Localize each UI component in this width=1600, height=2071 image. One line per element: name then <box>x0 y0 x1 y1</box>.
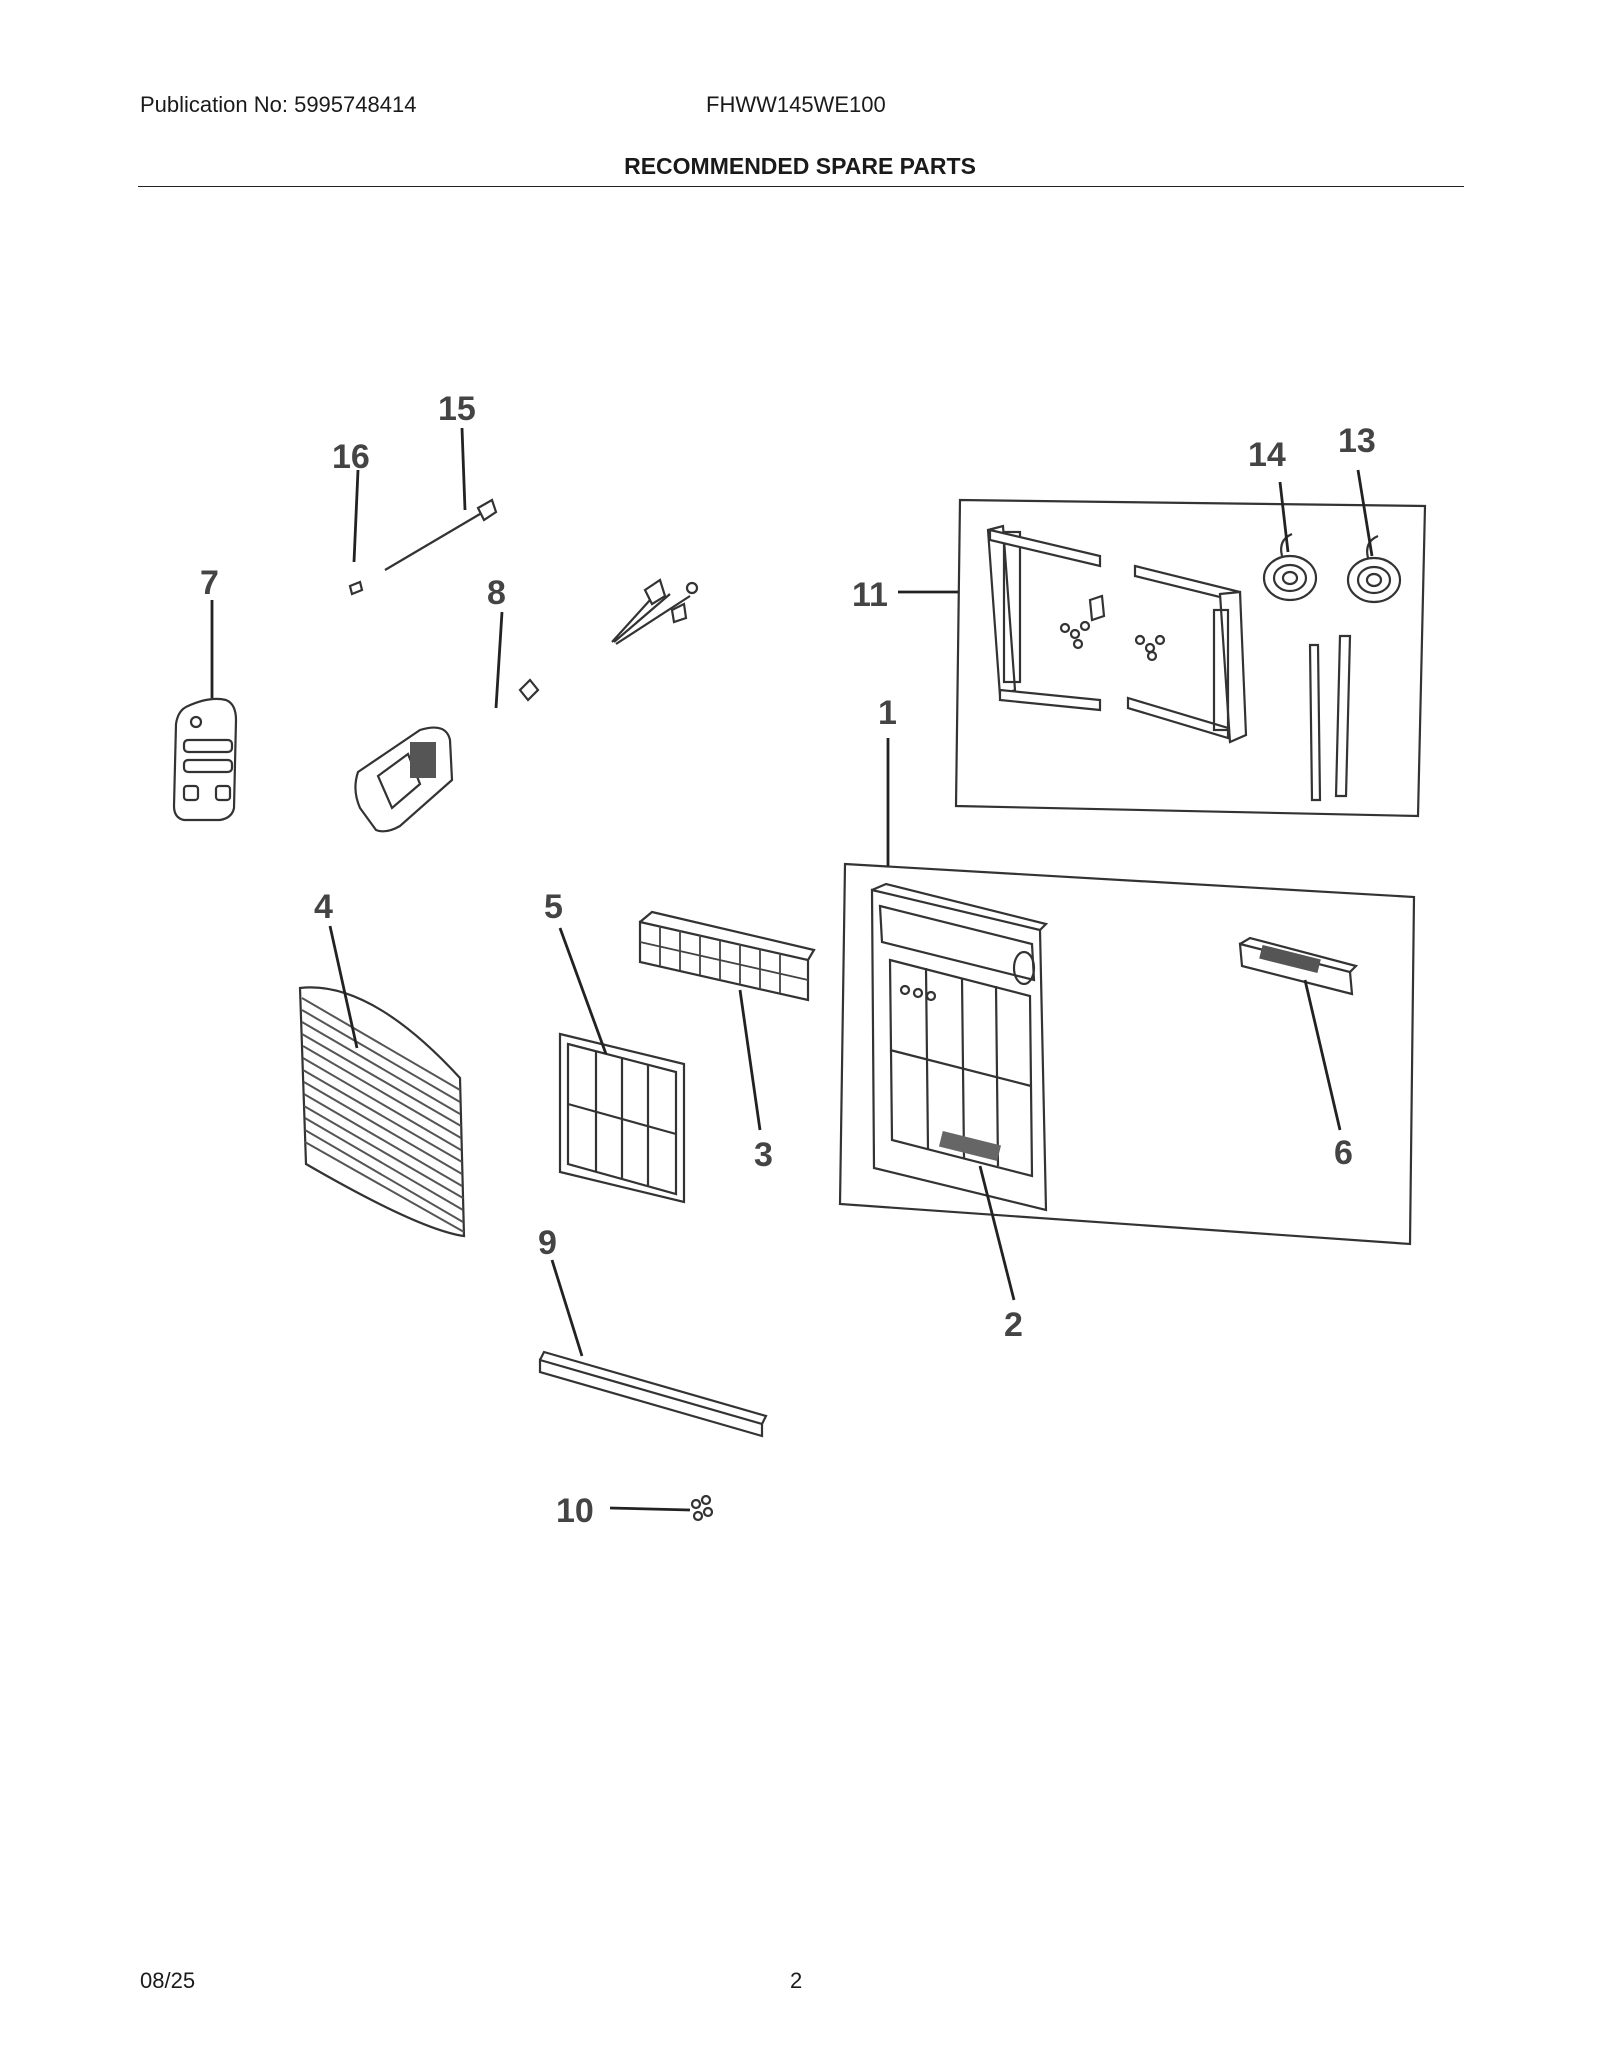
callout-3: 3 <box>754 1136 773 1174</box>
remote-control-drawing <box>172 697 238 822</box>
drain-channel-drawing <box>538 1350 768 1438</box>
window-kit-drawing <box>986 524 1352 802</box>
callout-10: 10 <box>556 1492 594 1530</box>
callout-15: 15 <box>438 390 476 428</box>
callout-13: 13 <box>1338 422 1376 460</box>
publication-date: 08/25 <box>140 1968 196 1993</box>
callout-9: 9 <box>538 1224 557 1262</box>
callout-5: 5 <box>544 888 563 926</box>
callout-7: 7 <box>200 564 219 602</box>
front-panel-drawing <box>870 882 1049 1212</box>
callout-2: 2 <box>1004 1306 1023 1344</box>
page-title: RECOMMENDED SPARE PARTS <box>624 153 976 179</box>
leader-lines <box>210 427 1374 1512</box>
callout-14: 14 <box>1248 436 1286 474</box>
louver-assembly-drawing <box>638 910 816 1002</box>
page-number: 2 <box>790 1968 803 1993</box>
callout-1: 1 <box>878 694 897 732</box>
callout-8: 8 <box>487 574 506 612</box>
front-grille-drawing <box>298 986 466 1238</box>
callout-16: 16 <box>332 438 370 476</box>
callout-6: 6 <box>1334 1134 1353 1172</box>
callout-4: 4 <box>314 888 333 926</box>
header-rule <box>138 186 1464 187</box>
power-cord-drawing <box>354 578 699 833</box>
air-filter-drawing <box>558 1032 686 1204</box>
group-box-1 <box>838 862 1416 1246</box>
callout-11: 11 <box>852 576 888 614</box>
publication-number: Publication No: 5995748414 <box>140 92 417 117</box>
group-box-11 <box>954 498 1427 818</box>
foam-tape-rolls-drawing <box>1262 532 1402 604</box>
model-number: FHWW145WE100 <box>706 92 886 117</box>
control-board-drawing <box>1238 936 1359 996</box>
sensor-wire-drawing <box>348 498 498 596</box>
screws-drawing <box>690 1494 714 1522</box>
